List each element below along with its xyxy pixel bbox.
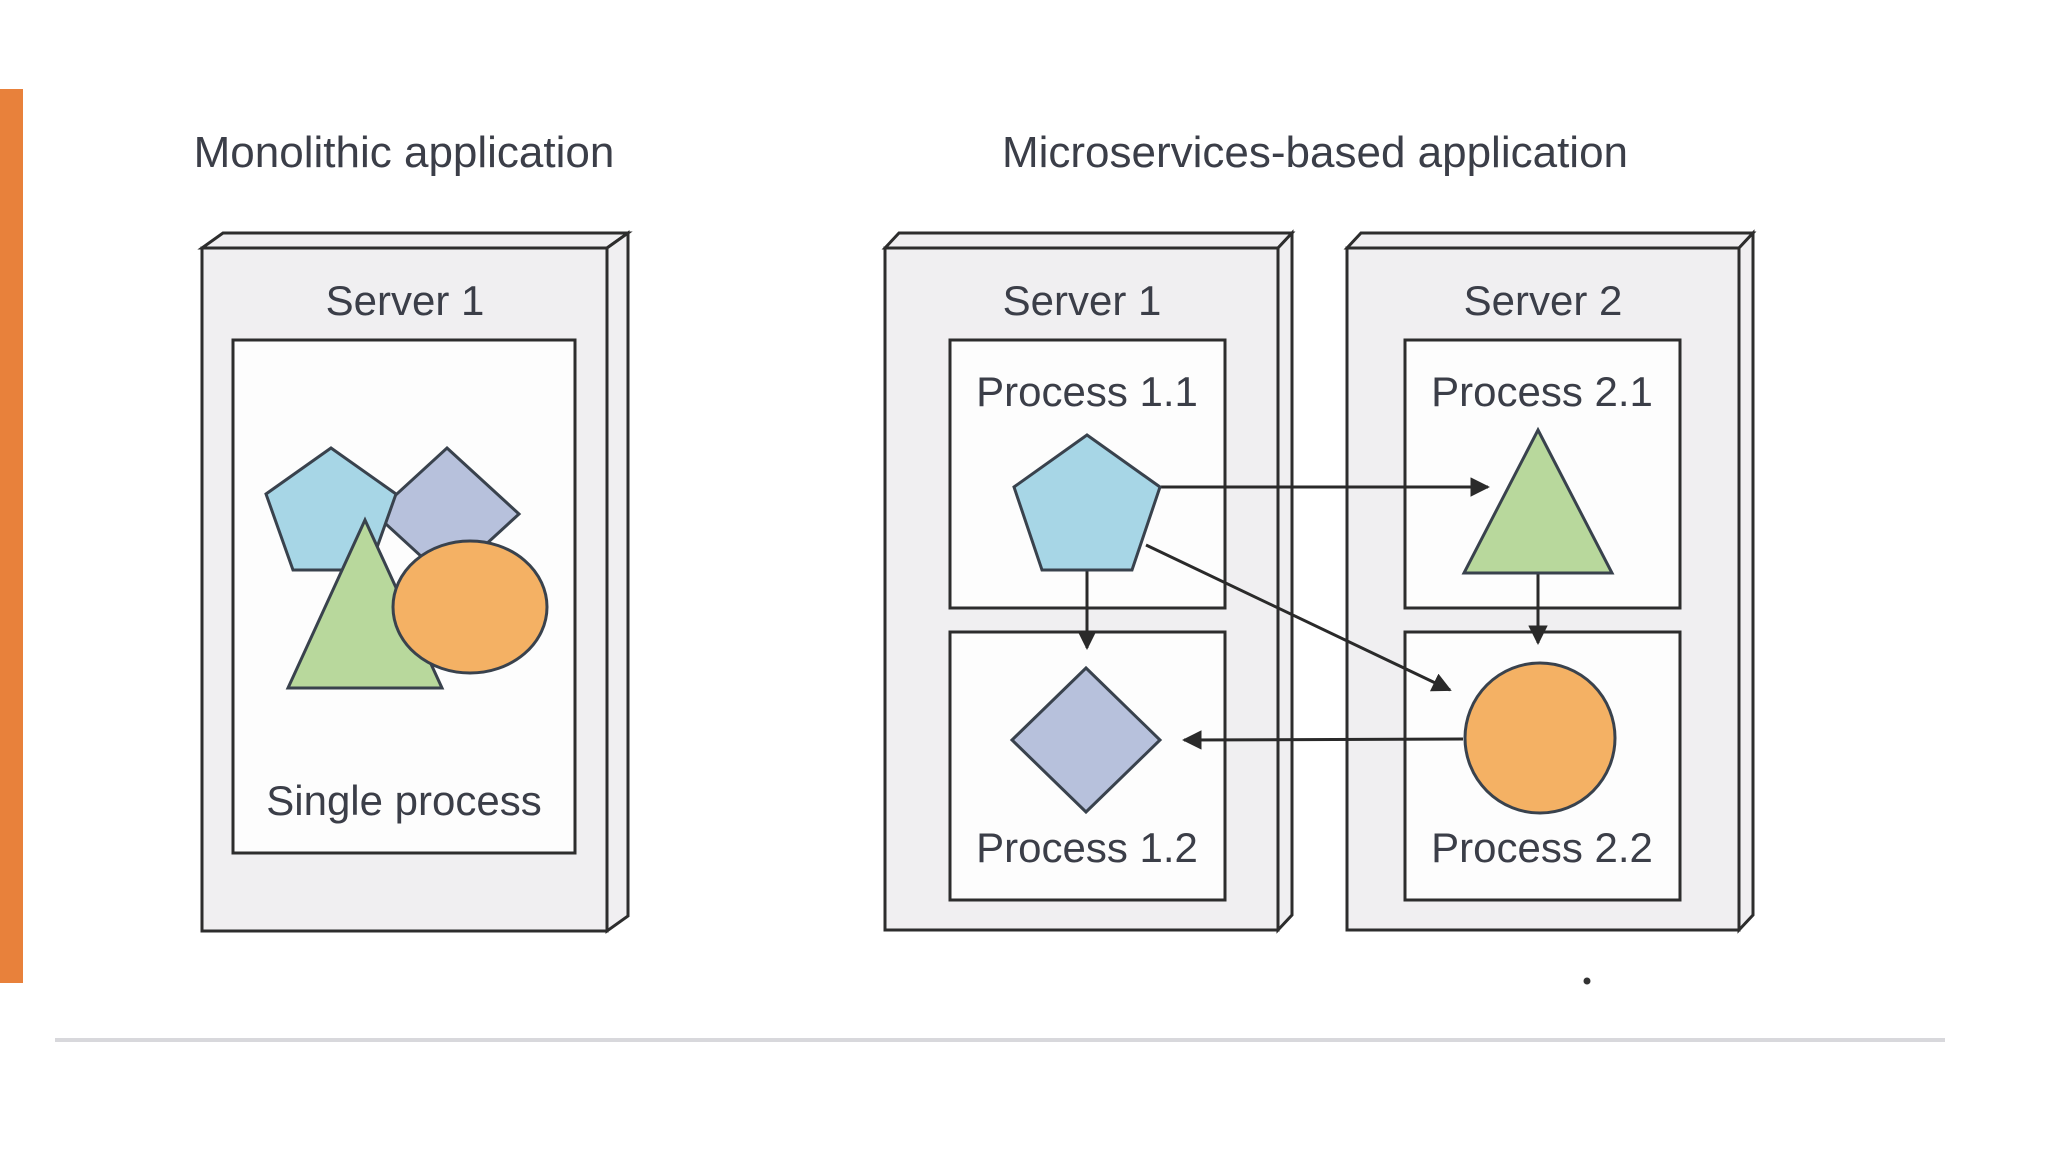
ms-server1-label: Server 1 — [1003, 277, 1162, 324]
process-2-1-label: Process 2.1 — [1431, 368, 1653, 415]
separator-line — [55, 1038, 1945, 1042]
stray-dot — [1583, 977, 1591, 985]
triangle-service — [1461, 426, 1615, 575]
server-top-face — [881, 231, 1296, 250]
process-1-2-label: Process 1.2 — [976, 824, 1198, 871]
monolithic-server-box: Server 1 Single process — [197, 230, 633, 934]
arrow-circle-to-diamond — [1182, 730, 1464, 750]
server-side-face — [1276, 229, 1294, 934]
title-microservices: Microservices-based application — [1002, 128, 1628, 177]
server-side-face — [605, 230, 630, 934]
connection-arrows — [1077, 477, 1548, 750]
ms-server2-label: Server 2 — [1464, 277, 1623, 324]
circle-component — [391, 539, 549, 675]
pentagon-service — [1012, 433, 1162, 572]
diamond-service — [1009, 665, 1163, 815]
mono-server-label: Server 1 — [326, 277, 485, 324]
accent-bar — [0, 89, 23, 983]
server-top-face — [197, 231, 633, 250]
circle-service — [1463, 661, 1617, 815]
title-monolithic: Monolithic application — [194, 128, 615, 177]
server-side-face — [1737, 229, 1755, 934]
process-1-1-label: Process 1.1 — [976, 368, 1198, 415]
server-top-face — [1343, 231, 1757, 250]
arrow-pentagon-to-circle — [1145, 543, 1452, 692]
process-2-2-label: Process 2.2 — [1431, 824, 1653, 871]
single-process-label: Single process — [266, 777, 541, 824]
microservices-server2-box: Server 2 Process 2.1 Process 2.2 — [1343, 229, 1757, 934]
